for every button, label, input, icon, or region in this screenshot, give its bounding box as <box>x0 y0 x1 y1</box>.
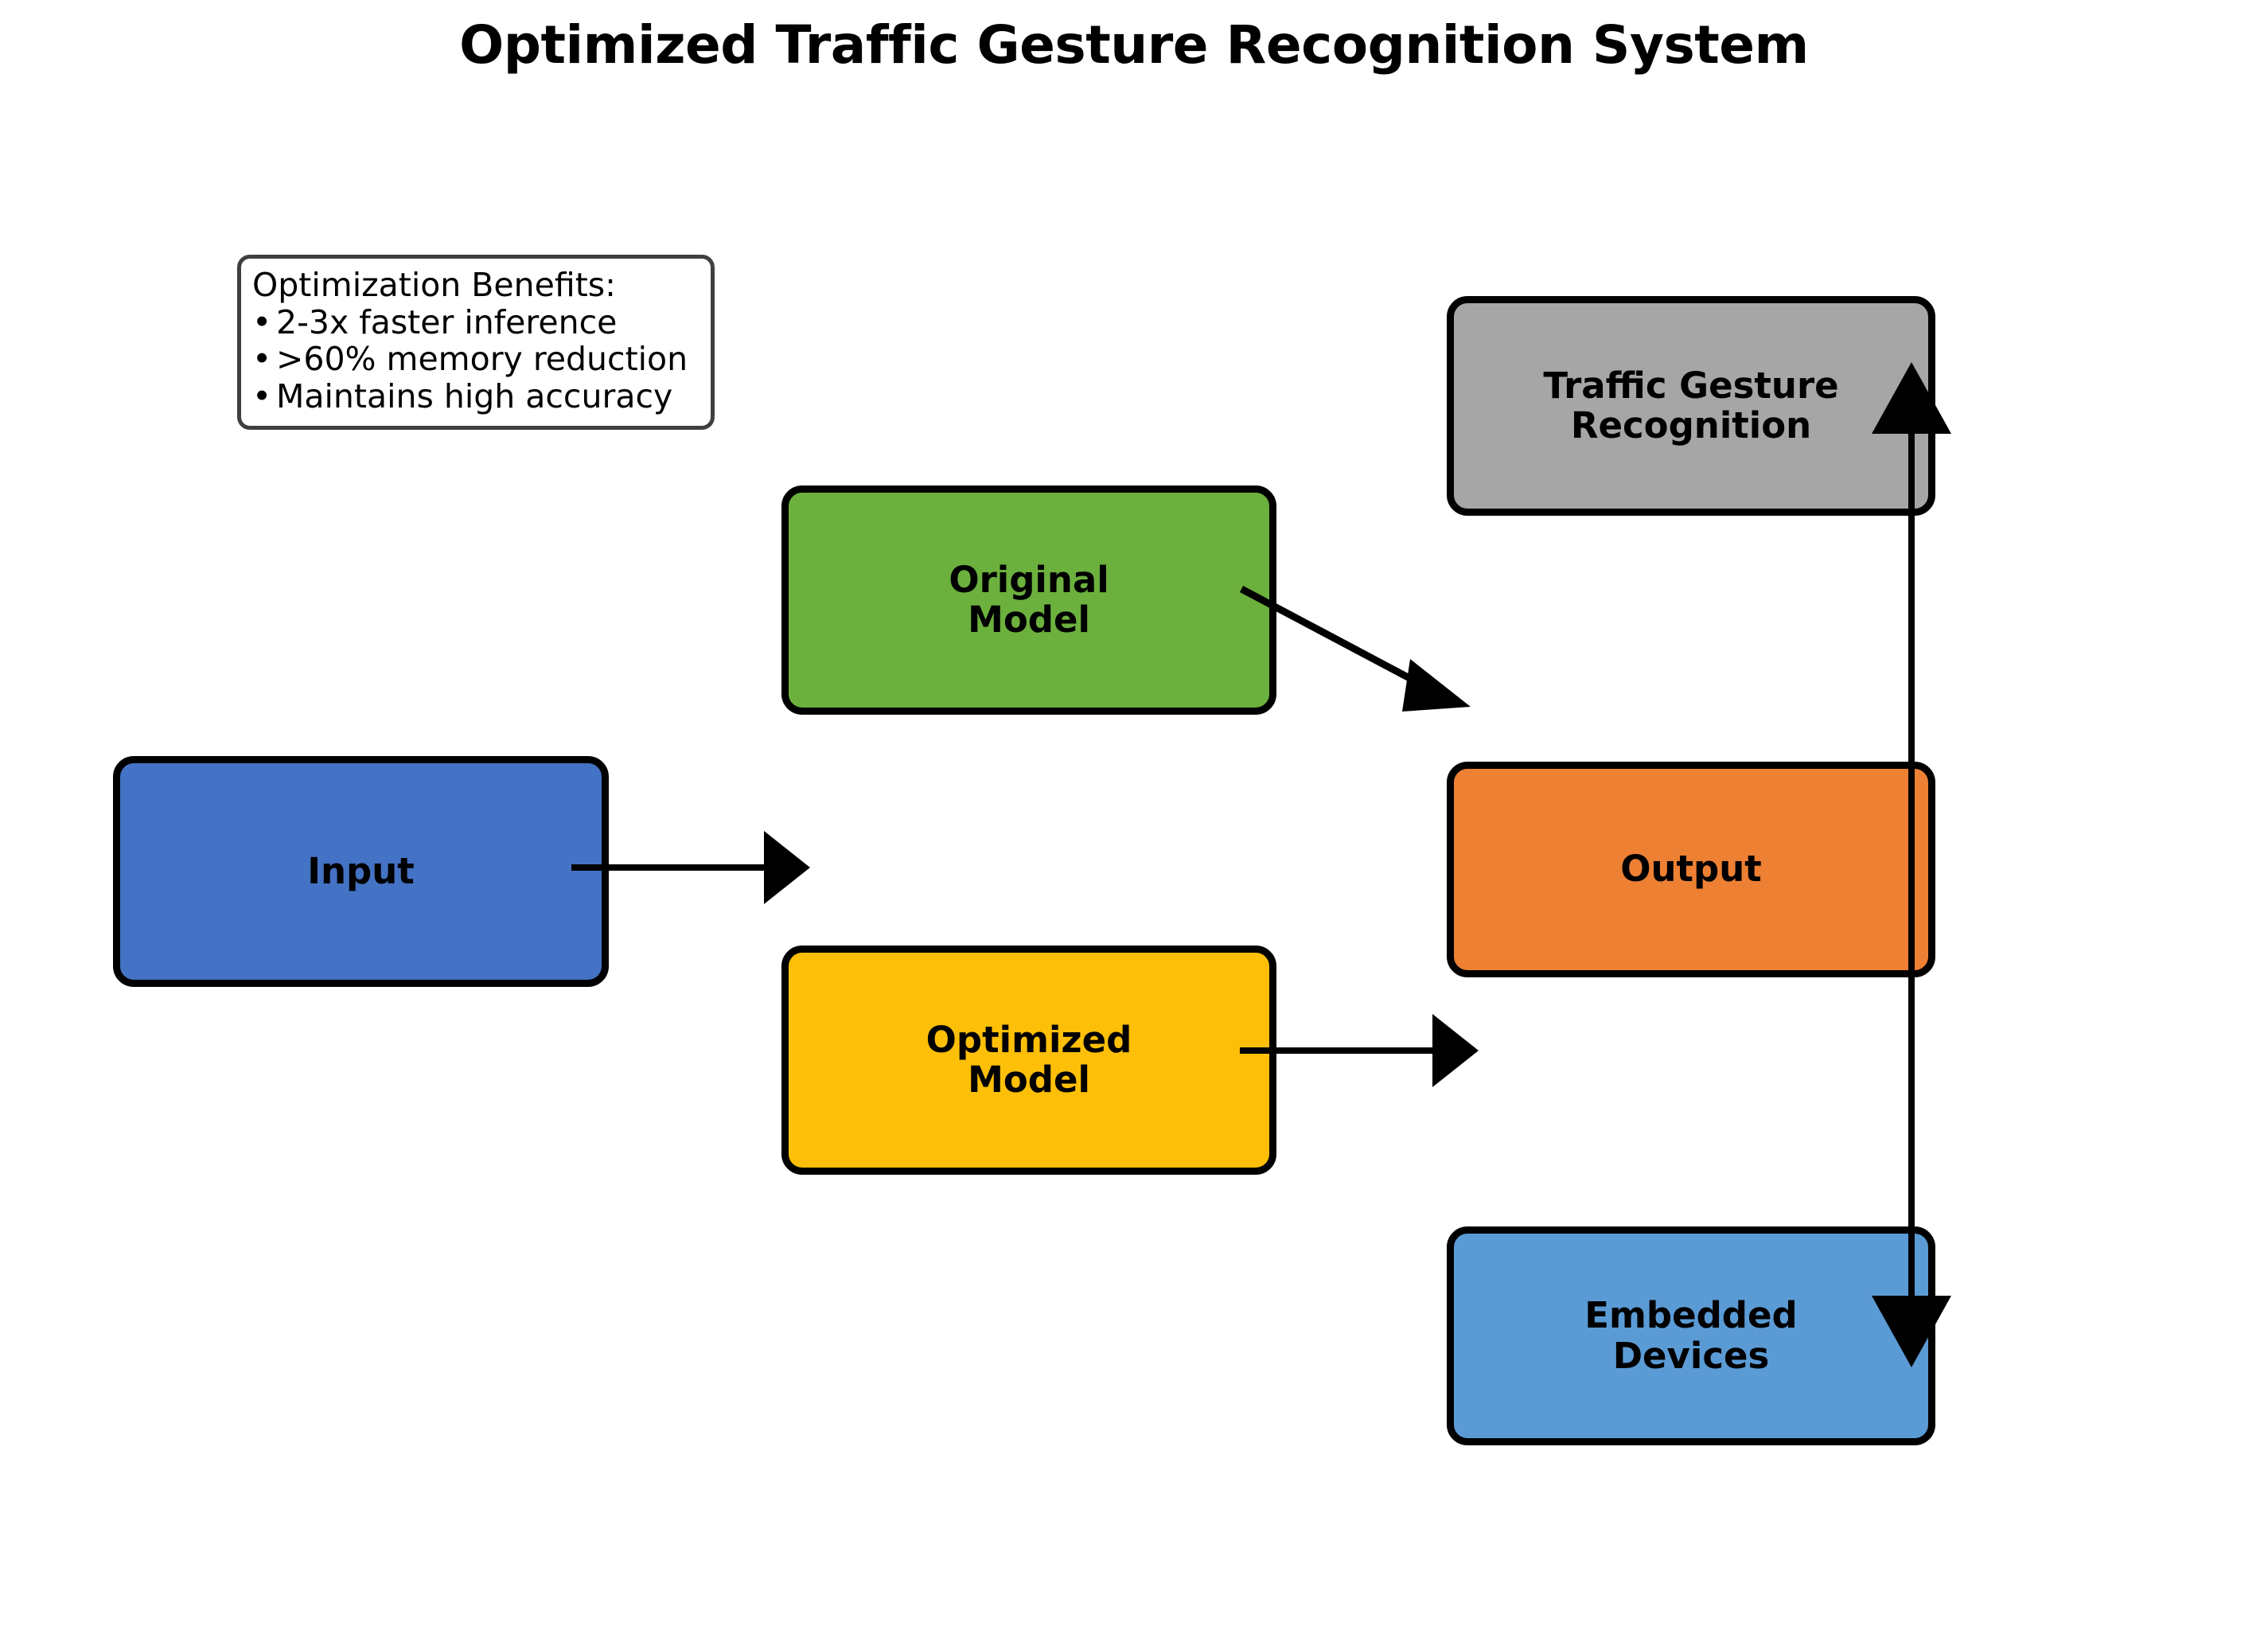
node-input-label: Input <box>307 849 415 892</box>
optimization-benefits-box: Optimization Benefits: •2-3x faster infe… <box>237 255 715 430</box>
legend-item: •2-3x faster inference <box>252 302 699 341</box>
node-original-model[interactable]: Original Model <box>781 485 1276 715</box>
node-traffic-gesture-recognition-label: Traffic Gesture Recognition <box>1543 364 1839 446</box>
node-output-label: Output <box>1620 848 1762 891</box>
bullet-icon: • <box>252 340 272 379</box>
legend-list: •2-3x faster inference •>60% memory redu… <box>252 302 699 415</box>
legend-item: •Maintains high accuracy <box>252 378 699 415</box>
legend-title: Optimization Benefits: <box>252 266 616 304</box>
page-title: Optimized Traffic Gesture Recognition Sy… <box>459 14 1809 76</box>
bullet-icon: • <box>252 302 272 341</box>
legend-item: •>60% memory reduction <box>252 341 699 378</box>
node-original-model-label: Original Model <box>949 558 1109 641</box>
node-embedded-devices-label: Embedded Devices <box>1584 1294 1798 1377</box>
bullet-icon: • <box>252 377 272 416</box>
node-optimized-model[interactable]: Optimized Model <box>781 946 1276 1175</box>
node-traffic-gesture-recognition[interactable]: Traffic Gesture Recognition <box>1447 296 1935 516</box>
legend-item-label: Maintains high accuracy <box>276 377 673 416</box>
node-input[interactable]: Input <box>113 756 609 987</box>
legend-item-label: 2-3x faster inference <box>276 302 618 341</box>
node-optimized-model-label: Optimized Model <box>926 1018 1132 1101</box>
node-output[interactable]: Output <box>1447 762 1935 977</box>
node-embedded-devices[interactable]: Embedded Devices <box>1447 1226 1935 1445</box>
legend-item-label: >60% memory reduction <box>276 340 688 379</box>
